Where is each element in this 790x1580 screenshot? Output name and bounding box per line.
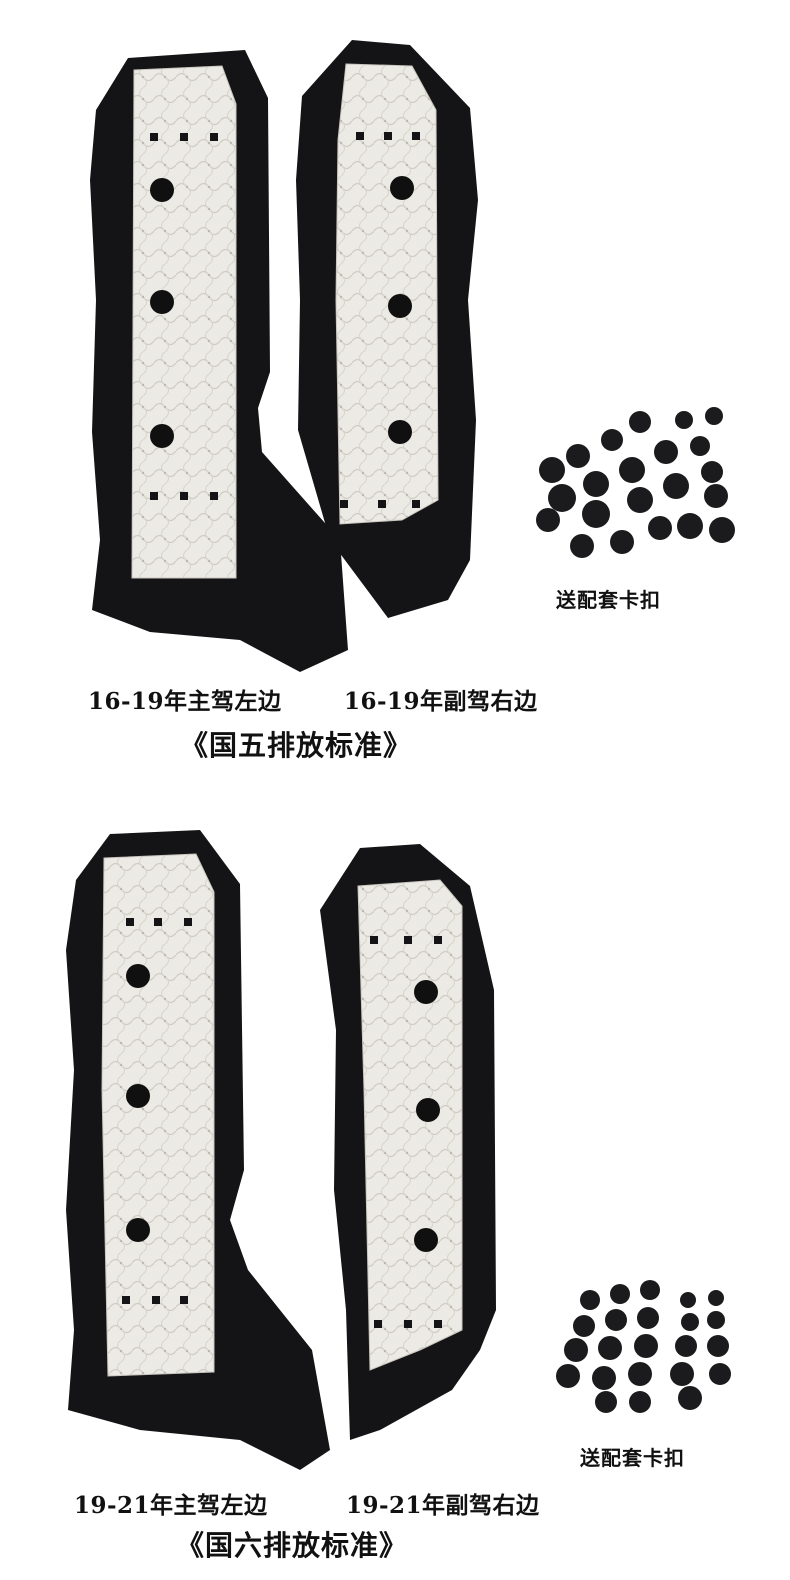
underbody-panel-right-image xyxy=(296,40,478,618)
underbody-panel-left-image xyxy=(90,50,348,672)
left-panel-caption: 19-21年主驾左边 xyxy=(74,1492,268,1519)
product-section-guo6: 送配套卡扣 19-21年主驾左边 19-21年副驾右边 《国六排放标准》 xyxy=(0,790,790,1580)
left-panel-caption: 16-19年主驾左边 xyxy=(88,688,282,715)
underbody-panel-left-image xyxy=(66,830,330,1470)
clip-set-image xyxy=(556,1280,731,1413)
panel-pair-image-guo6 xyxy=(66,830,731,1470)
panel-pair-image-guo5 xyxy=(90,40,735,672)
clip-set-image xyxy=(536,407,735,558)
underbody-panel-right-image xyxy=(320,844,496,1440)
right-panel-caption: 19-21年副驾右边 xyxy=(346,1492,540,1519)
clips-label: 送配套卡扣 xyxy=(556,588,661,612)
right-panel-caption: 16-19年副驾右边 xyxy=(344,688,538,715)
emission-standard-title: 《国五排放标准》 xyxy=(180,729,413,762)
clips-label: 送配套卡扣 xyxy=(580,1446,685,1470)
product-section-guo5: 送配套卡扣 16-19年主驾左边 16-19年副驾右边 《国五排放标准》 xyxy=(88,40,735,762)
emission-standard-title: 《国六排放标准》 xyxy=(176,1529,409,1562)
